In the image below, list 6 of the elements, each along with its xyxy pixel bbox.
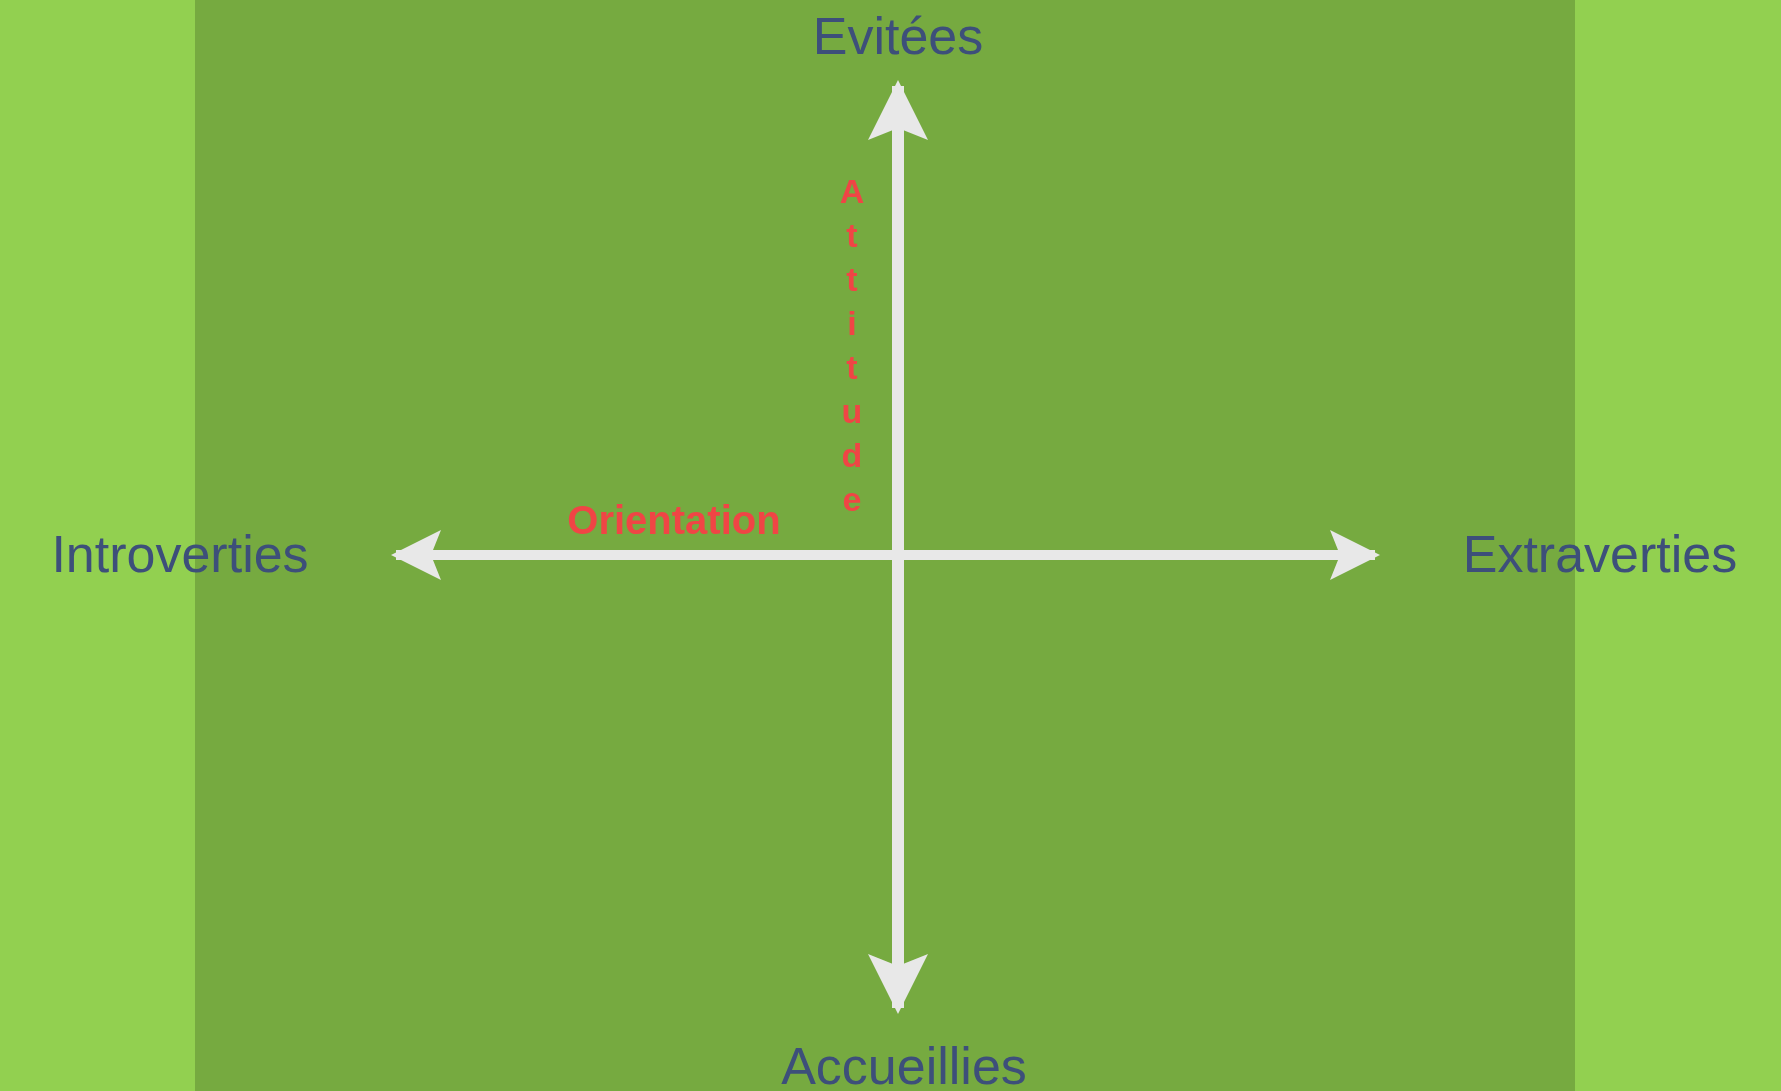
pole-label: Evitées	[812, 10, 984, 62]
pole-label: Extraverties	[1462, 528, 1738, 580]
axis-title: Attitude	[835, 172, 869, 524]
pole-label: Introverties	[51, 528, 309, 580]
axis-title: Orientation	[567, 500, 781, 540]
pole-label: Accueillies	[781, 1040, 1027, 1091]
